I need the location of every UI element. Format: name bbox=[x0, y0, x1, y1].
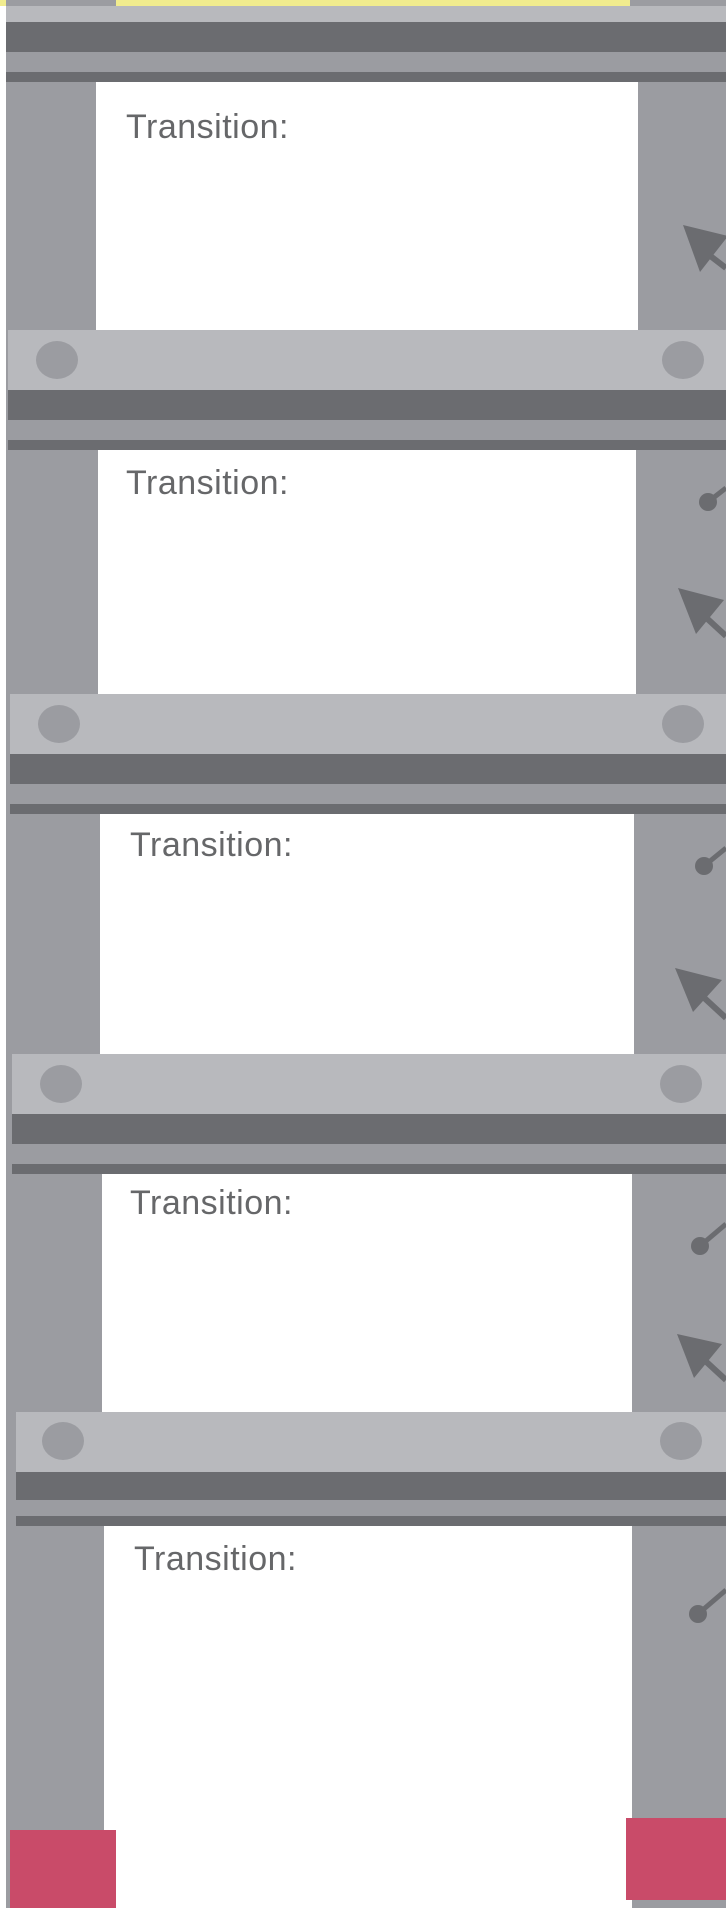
arrow-up-left-icon bbox=[677, 1334, 726, 1380]
arrow-up-left-icon bbox=[678, 588, 726, 636]
arrow-up-left-icon bbox=[683, 225, 726, 272]
connector-dot-icon bbox=[699, 488, 726, 511]
connector-dot-icon bbox=[695, 848, 726, 875]
connector-dot-icon bbox=[691, 1224, 726, 1255]
connector-dot-icon bbox=[689, 1590, 726, 1623]
arrow-up-left-icon bbox=[675, 968, 726, 1018]
